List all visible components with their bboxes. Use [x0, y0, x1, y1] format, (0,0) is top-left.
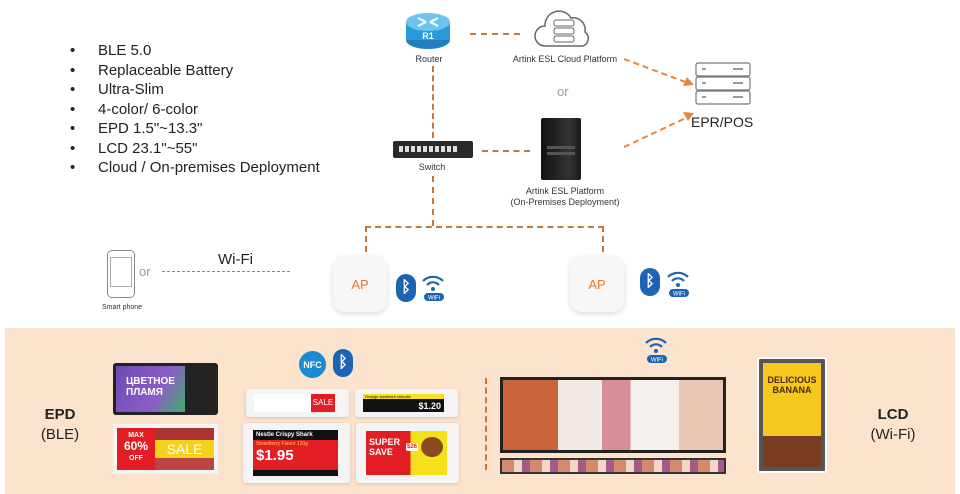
smartphone-label: Smart phone: [101, 304, 143, 311]
router-switch-link: [432, 66, 434, 138]
lcd-stretch-display: [500, 377, 726, 453]
lcd-label: LCD(Wi-Fi): [870, 406, 916, 443]
wifi-icon: WiFi: [422, 275, 444, 302]
ap1-link: [365, 226, 367, 252]
ap2-link: [602, 226, 604, 252]
smartphone-icon: [107, 250, 135, 298]
nfc-icon: NFC: [299, 351, 326, 378]
cloud-label: Artink ESL Cloud Platform: [512, 54, 618, 64]
epd-display-sample: ЦВЕТНОЕ ПЛАМЯ: [113, 363, 218, 415]
feature-item: Replaceable Battery: [70, 61, 320, 81]
wifi-link: [162, 271, 290, 272]
esl-shark-tag: Nestle Crispy Shark Strawberry Flavor 12…: [243, 423, 350, 483]
svg-text:WiFi: WiFi: [428, 296, 440, 302]
or-label: or: [557, 84, 569, 99]
svg-text:R1: R1: [422, 31, 434, 41]
phone-or-label: or: [139, 264, 151, 279]
switch-icon: [393, 141, 473, 158]
access-point-2: AP: [570, 256, 624, 312]
esl-biscuit-tag: Orange sandwich biscuits$1.20: [355, 389, 458, 417]
feature-item: 4-color/ 6-color: [70, 100, 320, 120]
feature-item: Cloud / On-premises Deployment: [70, 158, 320, 178]
onprem-label: Artink ESL Platform(On-Premises Deployme…: [510, 186, 620, 207]
access-point-1: AP: [333, 256, 387, 312]
onprem-server-icon: [541, 118, 581, 180]
epr-server-icon: [695, 62, 751, 105]
ap-bus-link: [365, 226, 604, 228]
router-label: Router: [415, 54, 443, 64]
wifi-icon: WiFi: [667, 271, 689, 298]
epr-label: EPR/POS: [691, 114, 754, 130]
svg-text:WiFi: WiFi: [651, 358, 663, 364]
cloud-icon: [534, 10, 589, 47]
svg-text:WiFi: WiFi: [673, 292, 685, 298]
lcd-bar-display: [500, 458, 726, 474]
feature-item: BLE 5.0: [70, 41, 320, 61]
switch-server-link: [482, 150, 530, 152]
bluetooth-icon: ᛒ: [640, 268, 660, 296]
router-icon: R1: [406, 13, 450, 49]
lcd-divider: [485, 378, 487, 470]
feature-item: EPD 1.5"~13.3": [70, 119, 320, 139]
platform-arrows: [623, 58, 694, 148]
switch-ap-link: [432, 176, 434, 226]
epd-label: EPD(BLE): [40, 406, 80, 443]
esl-sale-tag: SALE: [246, 389, 349, 417]
feature-item: LCD 23.1"~55": [70, 139, 320, 159]
bluetooth-icon: ᛒ: [333, 349, 353, 377]
wifi-icon: WiFi: [645, 337, 667, 364]
router-cloud-link: [470, 33, 520, 35]
feature-item: Ultra-Slim: [70, 80, 320, 100]
bluetooth-icon: ᛒ: [396, 274, 416, 302]
wifi-link-label: Wi-Fi: [218, 251, 253, 268]
feature-list: BLE 5.0 Replaceable Battery Ultra-Slim 4…: [70, 41, 320, 178]
switch-label: Switch: [418, 162, 446, 172]
